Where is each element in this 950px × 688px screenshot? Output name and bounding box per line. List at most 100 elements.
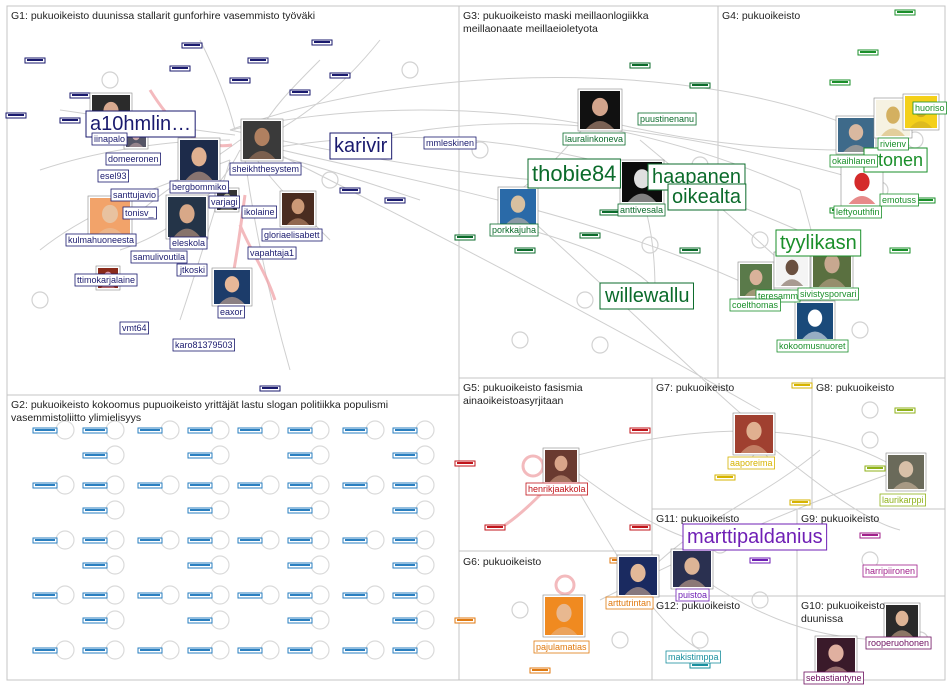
avatar-shoulders <box>890 630 914 637</box>
node-label-vapahtaja1: vapahtaja1 <box>247 246 297 260</box>
node-chip-fill <box>190 594 210 596</box>
node-label-coelthomas: coelthomas <box>729 298 781 312</box>
node-chip-fill <box>85 509 105 511</box>
node-label-box <box>803 671 864 685</box>
node-chip-fill <box>290 484 310 486</box>
self-loop <box>365 530 385 550</box>
node-label-harripiironen: harripiironen <box>862 564 918 578</box>
node-chip-fill <box>250 59 266 61</box>
node-chip-fill <box>345 429 365 431</box>
node-label-anttivesala: anttivesala <box>617 203 666 217</box>
self-loop <box>310 475 330 495</box>
node-label-text: willewallu <box>604 285 689 307</box>
node-chip-fill <box>35 429 55 431</box>
node-chip-fill <box>582 234 598 236</box>
avatar-shoulders <box>248 151 276 159</box>
node-label-esel93: esel93 <box>97 169 129 183</box>
self-loop <box>511 601 529 619</box>
self-loop <box>160 530 180 550</box>
node-label-vmt64: vmt64 <box>119 321 149 335</box>
self-loop <box>415 585 435 605</box>
avatar-face <box>807 309 823 327</box>
self-loop <box>751 231 769 249</box>
node-label-puustinenanu: puustinenanu <box>637 112 697 126</box>
node-chip-fill <box>290 454 310 456</box>
node-label-text: kulmahuoneesta <box>68 235 134 245</box>
node-label-box <box>65 233 137 247</box>
self-loop <box>55 475 75 495</box>
node-chip-fill <box>240 429 260 431</box>
avatar-shoulders <box>881 128 905 136</box>
node-chip-fill <box>190 564 210 566</box>
self-loop <box>210 610 230 630</box>
node-label-ikolaine: ikolaine <box>241 205 277 219</box>
node-label-lauralinkoneva: lauralinkoneva <box>562 132 626 146</box>
self-loop <box>310 585 330 605</box>
node-label-gloriaelisabett: gloriaelisabett <box>261 228 323 242</box>
self-loop <box>55 640 75 660</box>
node-label-oikealta: oikealta <box>667 183 747 211</box>
node-label-mmleskinen: mmleskinen <box>423 136 477 150</box>
edge <box>199 39 236 131</box>
node-label-box <box>105 152 161 166</box>
node-label-text: oikealta <box>672 186 742 208</box>
self-loop <box>210 530 230 550</box>
group-title-G10: G10: pukuoikeisto duunissa <box>801 600 888 625</box>
self-loop <box>210 420 230 440</box>
node-chip-fill <box>85 564 105 566</box>
node-label-box <box>91 132 128 146</box>
self-loop <box>105 610 125 630</box>
avatar-shoulders <box>740 445 768 453</box>
node-label-text: harripiironen <box>865 566 915 576</box>
node-label-box <box>775 229 862 257</box>
node-label-iinapalo: iinapalo <box>91 132 128 146</box>
node-chip-fill <box>240 649 260 651</box>
node-label-text: thobie84 <box>532 161 616 186</box>
node-chip-fill <box>35 649 55 651</box>
avatar-shoulders <box>219 296 245 304</box>
self-loop <box>415 640 435 660</box>
node-chip-fill <box>140 649 160 651</box>
group-box-G10 <box>796 595 946 681</box>
self-loop <box>310 555 330 575</box>
node-label-box <box>637 112 697 126</box>
node-label-box <box>727 456 775 470</box>
node-label-text: mmleskinen <box>426 138 474 148</box>
node-label-box <box>329 132 393 160</box>
node-label-text: ntonen <box>868 150 923 170</box>
node-chip-fill <box>85 619 105 621</box>
self-loop <box>160 420 180 440</box>
node-label-willewallu: willewallu <box>599 282 694 310</box>
node-label-text: vapahtaja1 <box>250 248 294 258</box>
node-label-box <box>675 588 710 602</box>
avatar-shoulders <box>505 217 531 225</box>
node-label-text: a10hmlin… <box>90 113 191 135</box>
node-label-text: tonisv_ <box>125 208 155 218</box>
node-label-box <box>877 137 909 151</box>
group-title-G3: G3: pukuoikeisto maski meillaonlogiikka … <box>463 10 652 35</box>
node-chip-fill <box>832 81 848 83</box>
node-chip-fill <box>632 429 648 431</box>
node-chip-fill <box>190 649 210 651</box>
node-label-text: kokoomusnuoret <box>779 341 846 351</box>
node-chip-fill <box>395 619 415 621</box>
node-label-rivienv: rivienv <box>877 137 909 151</box>
node-chip-fill <box>682 249 698 251</box>
node-label-text: haapanen <box>652 166 741 188</box>
avatar-shoulders <box>173 228 201 237</box>
g2-isolates <box>32 420 435 660</box>
self-loop <box>105 500 125 520</box>
node-label-box <box>229 162 302 176</box>
group-title-G2-line2: vasemmistoliitto ylimielisyys <box>11 412 141 424</box>
node-chip-fill <box>517 249 533 251</box>
node-chip-fill <box>632 526 648 528</box>
node-label-text: varjagi <box>211 197 238 207</box>
node-chip-fill <box>85 649 105 651</box>
group-title-G4: G4: pukuoikeisto <box>722 10 800 22</box>
self-loop <box>105 475 125 495</box>
node-chip-fill <box>190 619 210 621</box>
node-chip-fill <box>395 594 415 596</box>
avatar-face <box>848 124 864 141</box>
group-title-G2: G2: pukuoikeisto kokoomus pupuoikeisto y… <box>11 399 391 424</box>
node-chip-fill <box>692 84 708 86</box>
